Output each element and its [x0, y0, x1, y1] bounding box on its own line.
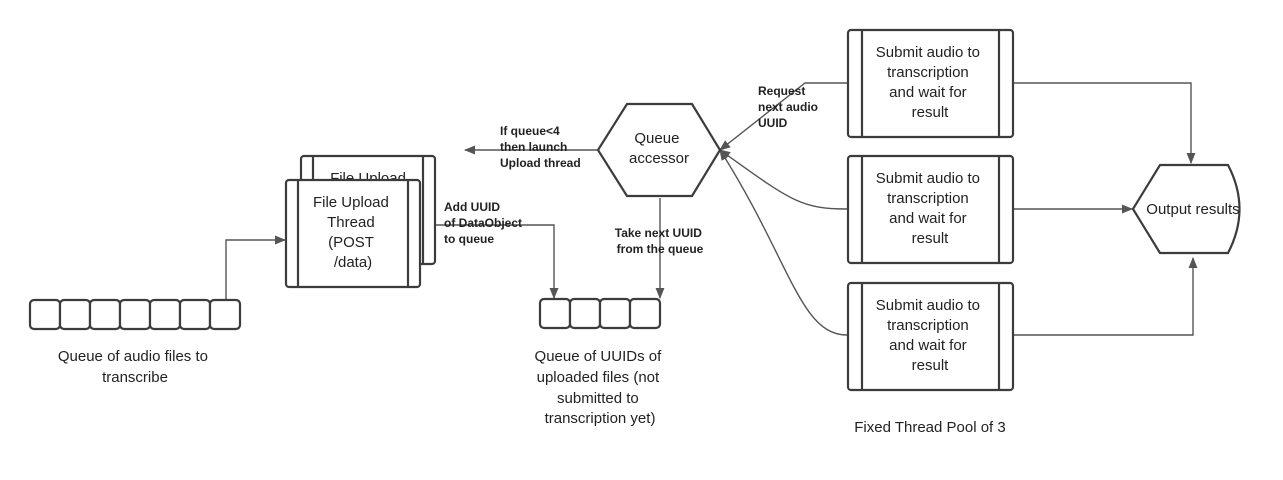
- edge-worker-1-request: [719, 82, 847, 151]
- worker-thread-3-node: Submit audio to transcription and wait f…: [846, 281, 1015, 392]
- edge-worker-2-request: [719, 149, 848, 210]
- thread-pool-caption: Fixed Thread Pool of 3: [854, 419, 1005, 436]
- edge-upload-to-uuid-queue: [420, 224, 559, 300]
- audio-queue-caption: Queue of audio files to transcribe: [58, 348, 212, 386]
- edge-worker-3-to-output: [1013, 256, 1198, 336]
- svg-text:Queue accessor: Queue accessor: [629, 130, 689, 167]
- svg-text:Output results: Output results: [1146, 201, 1239, 218]
- label-request-uuid: Request next audio UUID: [758, 84, 821, 130]
- label-take-uuid: Take next UUID from the queue: [615, 226, 705, 256]
- svg-text:Submit audio to transcri: Submit audio to transcription and wait f…: [876, 170, 984, 247]
- svg-text:Submit audio to transcri: Submit audio to transcription and wait f…: [876, 297, 984, 374]
- worker-thread-1-node: Submit audio to transcription and wait f…: [846, 28, 1015, 139]
- worker-thread-2-node: Submit audio to transcription and wait f…: [846, 154, 1015, 265]
- edge-worker-1-to-output: [1013, 82, 1196, 165]
- svg-text:File Upload Thread: File Upload Thread (POST /data): [313, 194, 393, 271]
- label-add-uuid: Add UUID of DataObject to queue: [444, 200, 525, 246]
- label-launch-upload: If queue<4 then launch Upload thread: [500, 124, 581, 170]
- uuid-queue: [538, 297, 662, 330]
- audio-file-queue: [28, 298, 242, 331]
- upload-thread-node: File Upload Thread (POST /data): [284, 178, 422, 289]
- output-results-node: Output results: [1131, 163, 1241, 255]
- svg-text:Submit audio to transcri: Submit audio to transcription and wait f…: [876, 44, 984, 121]
- edge-worker-3-request: [719, 149, 848, 336]
- queue-accessor-node: Queue accessor: [596, 102, 722, 198]
- uuid-queue-caption: Queue of UUIDs of uploaded files (not su…: [535, 348, 666, 427]
- edge-audio-queue-to-upload: [225, 235, 287, 300]
